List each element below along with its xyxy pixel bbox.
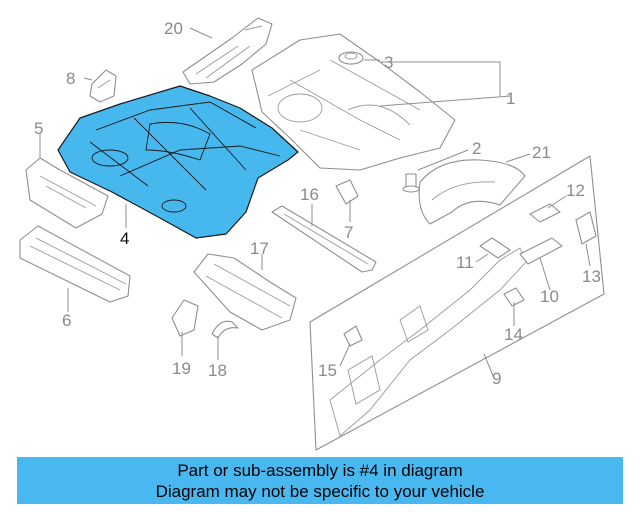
callout-7: 7 — [344, 223, 353, 242]
info-banner: Part or sub-assembly is #4 in diagram Di… — [17, 457, 623, 504]
part-16-rail[interactable] — [271, 205, 377, 273]
part-15-clip[interactable] — [343, 325, 363, 347]
part-20-cross-member[interactable] — [182, 17, 273, 85]
callout-19: 19 — [172, 359, 191, 378]
parts-diagram: 20 3 1 8 5 2 21 16 12 4 7 17 11 13 10 6 … — [19, 17, 605, 451]
part-6-rear-member[interactable] — [19, 225, 131, 303]
part-1-rear-floor[interactable] — [251, 33, 456, 171]
part-3-grommet[interactable] — [338, 51, 364, 65]
part-5-side-member[interactable] — [25, 157, 109, 229]
part-19-bracket[interactable] — [171, 299, 199, 337]
callout-4: 4 — [120, 229, 129, 248]
callout-15: 15 — [318, 361, 337, 380]
part-12-plate[interactable] — [529, 203, 561, 223]
callout-12: 12 — [566, 181, 585, 200]
part-18-clip[interactable] — [211, 320, 239, 339]
callout-2: 2 — [472, 139, 481, 158]
callout-20: 20 — [164, 19, 183, 38]
callout-18: 18 — [208, 361, 227, 380]
part-9-side-panel-group[interactable] — [309, 155, 605, 451]
part-17-floor-extension[interactable] — [193, 253, 297, 331]
part-14-clip[interactable] — [503, 287, 525, 307]
callout-21: 21 — [532, 143, 551, 162]
callout-10: 10 — [540, 287, 559, 306]
part-13-bracket[interactable] — [575, 211, 597, 245]
callout-16: 16 — [300, 185, 319, 204]
callout-3: 3 — [384, 53, 393, 72]
callout-11: 11 — [456, 253, 474, 272]
part-10-bracket[interactable] — [519, 237, 563, 265]
part-8-bracket[interactable] — [89, 69, 117, 103]
part-11-bracket[interactable] — [479, 237, 511, 259]
banner-line-2: Diagram may not be specific to your vehi… — [155, 482, 485, 501]
part-2-bolt[interactable] — [402, 173, 420, 193]
part-21-wheelhouse[interactable] — [418, 159, 526, 225]
part-7-bracket[interactable] — [335, 179, 359, 205]
callout-13: 13 — [582, 267, 601, 286]
callout-8: 8 — [66, 69, 75, 88]
banner-line-1: Part or sub-assembly is #4 in diagram — [177, 461, 463, 480]
callout-14: 14 — [504, 325, 523, 344]
callout-9: 9 — [492, 369, 501, 388]
callout-17: 17 — [250, 239, 269, 258]
callout-6: 6 — [62, 311, 71, 330]
leader-lines — [39, 27, 591, 379]
callout-1: 1 — [506, 89, 515, 108]
part-4-floor-pan-highlighted[interactable] — [57, 85, 299, 239]
callout-5: 5 — [34, 119, 43, 138]
